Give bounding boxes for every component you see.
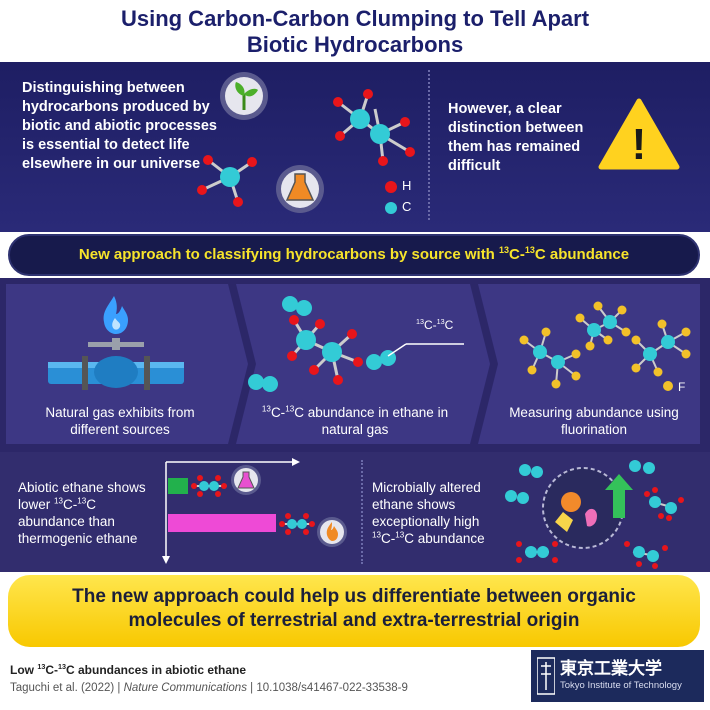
hydrocarbon-illustration	[197, 72, 415, 214]
step-3-caption: Measuring abundance using fluorination	[509, 405, 679, 437]
title-line-1: Using Carbon-Carbon Clumping to Tell Apa…	[120, 6, 590, 31]
infographic-title: Using Carbon-Carbon Clumping to Tell Apa…	[0, 6, 710, 58]
flask-icon	[276, 165, 324, 213]
abiotic-result-text: Abiotic ethane shows lower 13C-13C abund…	[18, 480, 146, 546]
gas-pipeline-icon	[48, 296, 184, 390]
intro-panel	[0, 62, 710, 232]
conclusion-text: The new approach could help us different…	[72, 586, 636, 631]
institution-emblem-icon	[537, 657, 555, 695]
conclusion-box	[8, 575, 700, 647]
institution-name-english: Tokyo Institute of Technology	[560, 680, 682, 691]
step-2-caption: 13C-13C abundance in ethane in natural g…	[261, 404, 449, 437]
fluorinated-molecules-illustration	[519, 301, 691, 391]
approach-banner-text: New approach to classifying hydrocarbons…	[78, 245, 630, 264]
carbon-legend-label: C	[402, 199, 412, 214]
methane-molecule	[197, 155, 257, 207]
fluorine-legend-label: F	[678, 380, 686, 394]
hydrogen-legend-label: H	[402, 178, 412, 193]
hydrogen-legend-dot	[385, 181, 397, 193]
title-line-2: Biotic Hydrocarbons	[246, 32, 464, 57]
abiotic-bar	[168, 478, 188, 494]
ethane-molecule	[333, 89, 415, 166]
ethane-mini-2	[279, 513, 315, 535]
divider	[428, 70, 430, 220]
thermogenic-bar	[168, 514, 276, 532]
flask-icon	[231, 465, 261, 495]
paper-title: Low 13C-13C abundances in abiotic ethane	[10, 662, 247, 677]
microbial-result-text: Microbially altered ethane shows excepti…	[372, 480, 485, 546]
fluorine-legend-dot	[663, 381, 673, 391]
results-divider	[361, 460, 363, 564]
step-1-caption: Natural gas exhibits from different sour…	[45, 405, 195, 437]
abundance-comparison-chart	[162, 458, 347, 564]
institution-name: 東京工業大学	[560, 659, 662, 679]
microbial-ethane-illustration	[505, 460, 684, 569]
plant-icon	[220, 72, 268, 120]
warning-icon: !	[598, 98, 680, 170]
flame-icon	[317, 517, 347, 547]
carbon-legend-dot	[385, 202, 397, 214]
increase-arrow-icon	[605, 474, 633, 518]
institution-logo	[531, 650, 704, 702]
approach-banner	[8, 234, 700, 276]
paper-reference: Taguchi et al. (2022) | Nature Communica…	[10, 682, 408, 694]
however-text: However, a clear distinction between the…	[448, 101, 584, 174]
ethane-mini-1	[191, 475, 227, 497]
intro-text: Distinguishing between hydrocarbons prod…	[22, 80, 217, 172]
warning-glyph: !	[632, 120, 647, 169]
clumped-ethane-illustration	[248, 296, 464, 392]
isotope-pair-label: 13C-13C	[416, 317, 454, 332]
microbe-icon	[561, 492, 581, 512]
